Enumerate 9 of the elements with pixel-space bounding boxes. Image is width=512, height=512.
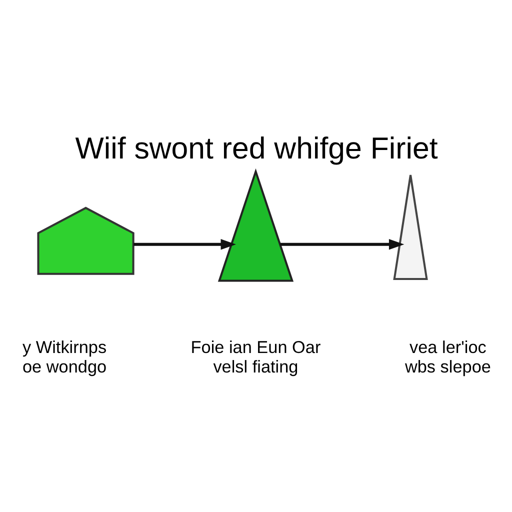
arrow <box>280 239 404 250</box>
arrow <box>133 239 236 250</box>
node-label: vea ler'ioc wbs slepoe <box>404 337 490 376</box>
node-triangle <box>217 168 294 282</box>
node-label: y Witkirnps oe wondgo <box>22 337 106 376</box>
diagram-title: Wiif swont red whifge Firiet <box>74 132 438 166</box>
node-house <box>36 206 134 275</box>
node-tower <box>392 174 428 280</box>
node-label: Foie ian Eun Oar velsl fiating <box>190 337 320 376</box>
